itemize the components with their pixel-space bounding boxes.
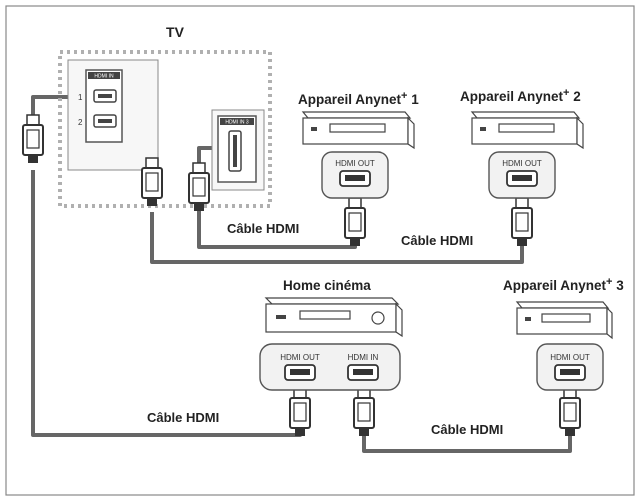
tv-hdmi-block [85,69,123,143]
plug-grip [192,177,206,197]
device-top [515,301,610,309]
cable-label-4: Câble HDMI [431,422,503,437]
plug-boot [565,428,575,436]
hdmi-plug [141,157,163,206]
cable-path [362,430,572,453]
device-port-panel [259,343,401,391]
anynet-device-3-label: Appareil Anynet+ 3 [503,276,624,293]
tv-panel: HDMI IN 1 2 HDMI IN 3 [58,50,272,208]
hdmi-plug [188,162,210,211]
plug-tip [348,197,362,209]
device-disc-tray [329,123,386,133]
hdmi-out-port-pins [512,175,532,181]
plug-grip [26,129,40,149]
hdmi-in-label: HDMI IN [348,353,379,362]
hdmi-out-port-pins [345,175,365,181]
hdmi-plug [289,387,311,436]
plug-boot [147,198,157,206]
cable-label-2: Câble HDMI [401,233,473,248]
hdmi-plugs [22,114,581,436]
cable-label-1: Câble HDMI [227,221,299,236]
plug-boot [295,428,305,436]
plug-grip [145,172,159,192]
device-disc-tray [299,310,351,320]
plug-tip [515,197,529,209]
hdmi-in-port-pins [353,369,373,375]
home-cinema-label: Home cinéma [283,278,371,293]
plug-boot [194,203,204,211]
device-side [576,116,584,150]
plug-grip [357,402,371,422]
device-top [264,297,400,305]
volume-knob [371,311,385,325]
tv-hdmi-port-2-pins [98,119,112,123]
tv-hdmi-in-header [88,72,120,79]
plug-tip [145,157,159,169]
device-side [395,302,403,338]
hdmi-plug [344,197,366,246]
plug-grip [563,402,577,422]
device-led [276,315,286,319]
plug-grip [293,402,307,422]
anynet-device-1-label: Appareil Anynet+ 1 [298,90,419,107]
device-led [311,127,317,131]
anynet-device-3: HDMI OUT [515,301,613,391]
device-side [606,306,613,340]
cable-path [150,212,524,264]
plug-boot [517,238,527,246]
hdmi-plug [22,114,44,163]
hdmi-plug [353,387,375,436]
plug-tip [192,162,206,174]
tv-hdmi3-header [220,118,254,125]
hdmi-plug [511,197,533,246]
plug-boot [28,155,38,163]
hdmi-out-label: HDMI OUT [280,353,320,362]
tv-port-number-1: 1 [78,93,83,102]
tv-hdmi-port-1-pins [98,94,112,98]
hdmi-out-label: HDMI OUT [335,159,375,168]
hdmi-out-label: HDMI OUT [502,159,542,168]
device-led [525,317,531,321]
hdmi-out-label: HDMI OUT [550,353,590,362]
device-top [470,111,581,119]
plug-boot [350,238,360,246]
anynet-device-2-label: Appareil Anynet+ 2 [460,87,581,104]
device-disc-tray [541,313,591,323]
tv-hdmi3-label: HDMI IN 3 [225,120,249,126]
tv-label: TV [166,24,185,40]
hdmi-out-port-pins [290,369,310,375]
plug-tip [26,114,40,126]
device-disc-tray [498,123,555,133]
anynet-device-1: HDMI OUT [301,111,415,199]
anynet-device-2: HDMI OUT [470,111,584,199]
tv-hdmi-in-label: HDMI IN [94,74,114,80]
device-side [407,116,415,150]
tv-dotted-outline [58,50,272,208]
home-cinema-device: HDMI OUT HDMI IN [259,297,403,391]
plug-grip [348,212,362,232]
tv-port-number-2: 2 [78,118,83,127]
device-top [301,111,412,119]
device-led [480,127,486,131]
tv-hdmi-port-3-pins [233,135,237,167]
hdmi-out-port-pins [560,369,580,375]
plug-grip [515,212,529,232]
cable-label-3: Câble HDMI [147,410,219,425]
plug-boot [359,428,369,436]
